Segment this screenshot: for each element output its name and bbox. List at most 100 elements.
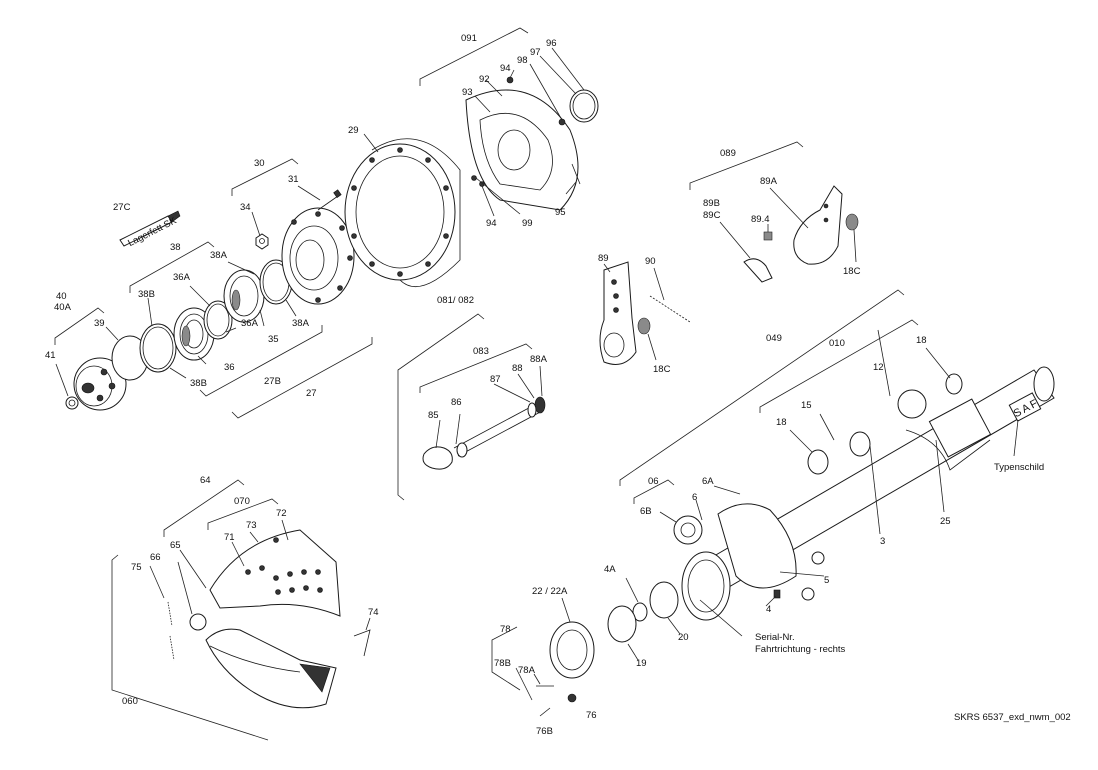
label-06: 06 [648, 476, 659, 487]
label-78: 78 [500, 624, 511, 635]
label-78b: 78B [494, 658, 511, 669]
label-049: 049 [766, 333, 782, 344]
label-96: 96 [546, 38, 557, 49]
label-18c-right: 18C [843, 266, 861, 277]
label-92: 92 [479, 74, 490, 85]
label-22-22a: 22 / 22A [532, 586, 568, 597]
hubcap-part-40 [73, 357, 127, 411]
label-93: 93 [462, 87, 473, 98]
label-15: 15 [801, 400, 812, 411]
label-36a-bottom: 36A [241, 318, 259, 329]
spring-part-90 [649, 295, 691, 323]
label-95: 95 [555, 207, 566, 218]
label-35: 35 [268, 334, 279, 345]
label-6a: 6A [702, 476, 714, 487]
label-6b: 6B [640, 506, 652, 517]
label-76: 76 [586, 710, 597, 721]
label-36a-top: 36A [173, 272, 191, 283]
brake-shoe-lower-060 [205, 628, 337, 709]
grease-tube-27c [119, 210, 181, 247]
hub-part-30 [281, 207, 355, 305]
roller-part-66 [189, 613, 207, 631]
drawing-reference: SKRS 6537_exd_nwm_002 [954, 712, 1071, 723]
label-34: 34 [240, 202, 251, 213]
small-parts-094 [471, 76, 581, 187]
label-85: 85 [428, 410, 439, 421]
label-089: 089 [720, 148, 736, 159]
label-72: 72 [276, 508, 287, 519]
label-38a-bottom: 38A [292, 318, 310, 329]
label-060: 060 [122, 696, 138, 707]
ring-part-38b [139, 323, 177, 373]
serial-note: Serial-Nr. [755, 632, 795, 643]
label-27b: 27B [264, 376, 281, 387]
label-78a: 78A [518, 665, 536, 676]
label-94-top: 94 [500, 63, 511, 74]
label-88: 88 [512, 363, 523, 374]
bolt-part-78a [536, 685, 577, 717]
label-73: 73 [246, 520, 257, 531]
type-plate-note: Typenschild [994, 462, 1044, 473]
label-27: 27 [306, 388, 317, 399]
brake-drum-part-29 [344, 138, 461, 288]
label-38b-bottom: 38B [190, 378, 207, 389]
label-89-4: 89.4 [751, 214, 770, 225]
label-38b-top: 38B [138, 289, 155, 300]
nut-part-34 [255, 233, 269, 250]
label-89a: 89A [760, 176, 778, 187]
bolt-part-31 [317, 189, 342, 211]
label-99: 99 [522, 218, 533, 229]
label-76b: 76B [536, 726, 553, 737]
clamp-part-96 [569, 89, 599, 123]
label-19: 19 [636, 658, 647, 669]
label-38a-top: 38A [210, 250, 228, 261]
label-12: 12 [873, 362, 884, 373]
label-41: 41 [45, 350, 56, 361]
label-070: 070 [234, 496, 250, 507]
label-5: 5 [824, 575, 829, 586]
label-87: 87 [490, 374, 501, 385]
spring-part-75 [167, 601, 175, 661]
brake-shoe-upper-070 [209, 529, 341, 617]
leader-lines [55, 47, 1019, 701]
label-3: 3 [880, 536, 885, 547]
label-39: 39 [94, 318, 105, 329]
label-20: 20 [678, 632, 689, 643]
label-38: 38 [170, 242, 181, 253]
label-40a: 40A [54, 302, 72, 313]
flange-part-06 [673, 503, 797, 621]
label-6: 6 [692, 492, 697, 503]
label-18-left: 18 [776, 417, 787, 428]
label-94-bottom: 94 [486, 218, 497, 229]
label-25: 25 [940, 516, 951, 527]
label-29: 29 [348, 125, 359, 136]
label-65: 65 [170, 540, 181, 551]
label-88a: 88A [530, 354, 548, 365]
label-90: 90 [645, 256, 656, 267]
lock-ring-part-22 [549, 621, 595, 679]
seal-parts-18-12 [807, 373, 963, 475]
label-4a: 4A [604, 564, 616, 575]
label-89b: 89B [703, 198, 720, 209]
rings-part-5 [773, 551, 825, 601]
label-75: 75 [131, 562, 142, 573]
label-97: 97 [530, 47, 541, 58]
label-083: 083 [473, 346, 489, 357]
nut-part-4a [607, 581, 679, 643]
label-010: 010 [829, 338, 845, 349]
label-091: 091 [461, 33, 477, 44]
assembly-brackets [54, 27, 919, 741]
direction-note: Fahrtrichtung - rechts [755, 644, 846, 655]
label-18-right: 18 [916, 335, 927, 346]
label-27c: 27C [113, 202, 131, 213]
label-081-082: 081/ 082 [437, 295, 474, 306]
label-40: 40 [56, 291, 67, 302]
spring-part-74 [353, 629, 371, 657]
camshaft-part-083 [422, 396, 546, 470]
ring-part-41 [65, 396, 79, 410]
label-98: 98 [517, 55, 528, 66]
label-64: 64 [200, 475, 211, 486]
label-31: 31 [288, 174, 299, 185]
slack-adjuster-part-89 [599, 261, 651, 365]
